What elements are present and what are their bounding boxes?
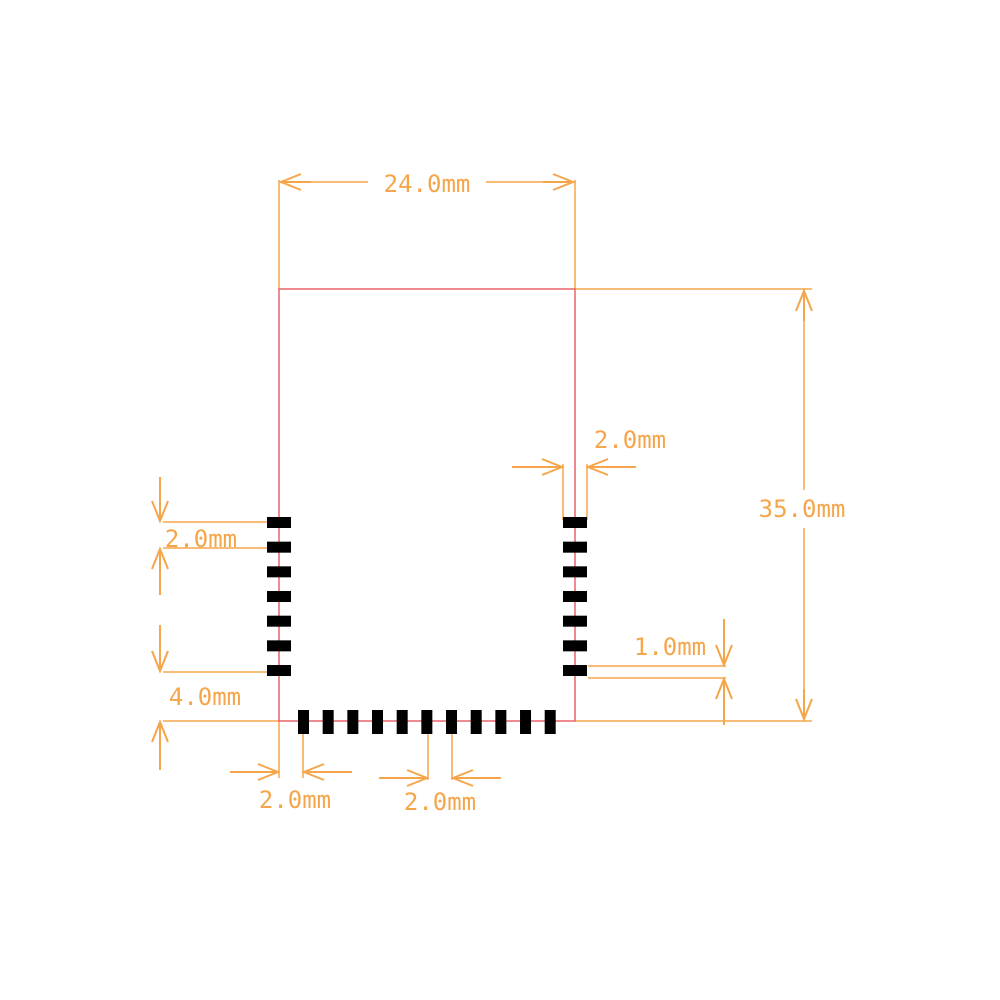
- pitch-arrow-bottom: [151, 546, 169, 595]
- pad-bottom-9: [495, 710, 507, 734]
- offset-right-arrow-bottom: [715, 676, 733, 725]
- pad-left-5: [267, 615, 291, 627]
- bottom-first-arrow-left: [230, 763, 281, 781]
- height-dimension-label: 35.0mm: [759, 495, 846, 523]
- pad-inset-right-label: 2.0mm: [594, 426, 666, 454]
- width-arrow-right: [543, 173, 576, 191]
- pad-bottom-2: [322, 710, 334, 734]
- pad-bottom-8: [470, 710, 482, 734]
- offset-left-arrow-bottom: [151, 719, 169, 770]
- pad-right-5: [563, 615, 587, 627]
- inset-arrow-left: [512, 458, 565, 476]
- bottom-offset-right-label: 1.0mm: [634, 633, 706, 661]
- pad-bottom-11: [544, 710, 556, 734]
- height-arrow-top: [795, 288, 813, 321]
- width-dimension-label: 24.0mm: [384, 170, 471, 198]
- bottom-pitch-label: 2.0mm: [404, 788, 476, 816]
- pad-left-4: [267, 591, 291, 603]
- bottom-first-pad-label: 2.0mm: [259, 786, 331, 814]
- pad-bottom-4: [372, 710, 384, 734]
- pad-right-1: [563, 517, 587, 528]
- height-arrow-bottom: [795, 689, 813, 722]
- width-arrow-left: [278, 173, 311, 191]
- pitch-arrow-top: [151, 477, 169, 524]
- dimension-lines: [163, 180, 812, 780]
- bottom-pitch-arrow-left: [379, 769, 430, 787]
- pad-right-3: [563, 566, 587, 578]
- bottom-pitch-arrow-right: [450, 769, 501, 787]
- bottom-offset-left-label: 4.0mm: [169, 683, 241, 711]
- pad-right-7: [563, 665, 587, 677]
- offset-right-arrow-top: [715, 619, 733, 668]
- inset-arrow-right: [585, 458, 636, 476]
- side-pitch-left-label: 2.0mm: [165, 525, 237, 553]
- pad-right-2: [563, 541, 587, 553]
- pad-left-3: [267, 566, 291, 578]
- pad-left-6: [267, 640, 291, 652]
- pad-bottom-7: [446, 710, 458, 734]
- pad-bottom-5: [396, 710, 408, 734]
- pad-bottom-6: [421, 710, 433, 734]
- pad-right-6: [563, 640, 587, 652]
- pad-bottom-3: [347, 710, 359, 734]
- pads-bottom-row: [298, 710, 556, 734]
- pad-left-7: [267, 665, 291, 677]
- pad-bottom-10: [520, 710, 532, 734]
- dimension-arrows: [151, 173, 813, 787]
- pad-left-1: [267, 517, 291, 528]
- pads-right-row: [563, 517, 587, 677]
- offset-left-arrow-top: [151, 625, 169, 674]
- bottom-first-arrow-right: [301, 763, 352, 781]
- pad-bottom-1: [298, 710, 309, 734]
- pad-right-4: [563, 591, 587, 603]
- module-outline: [278, 288, 576, 722]
- pads-left-row: [267, 517, 291, 677]
- pad-left-2: [267, 541, 291, 553]
